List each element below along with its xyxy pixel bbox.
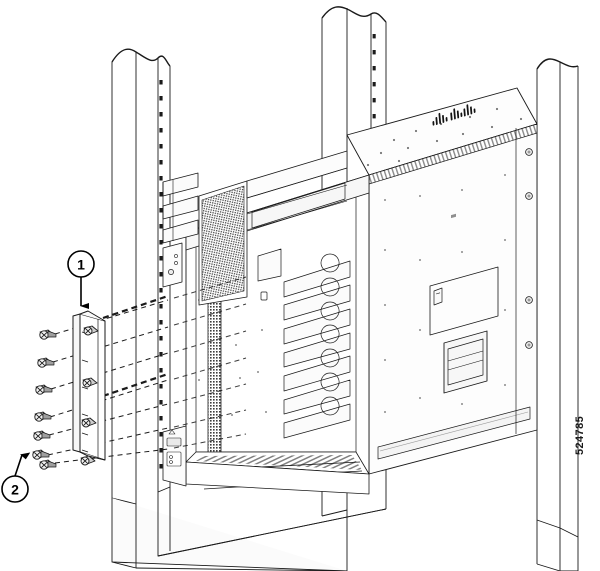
mounting-screw <box>81 417 97 428</box>
rack-base-right <box>536 520 579 571</box>
screw-callout-leader <box>14 452 31 477</box>
side-panel-captive-screws <box>525 148 533 349</box>
chassis-latch <box>433 287 443 306</box>
figure-id-label: 524785 <box>574 416 586 455</box>
mounting-screw <box>32 449 50 460</box>
cage-fasteners <box>198 299 267 416</box>
mounting-screw <box>39 459 57 470</box>
chassis-mounting-ears <box>162 172 199 244</box>
mounting-screw <box>83 325 99 336</box>
cisco-logo <box>432 104 476 126</box>
chassis-esd-panel <box>162 242 183 288</box>
chassis-side-panel <box>368 123 538 475</box>
screw-callout: 2 <box>1 452 31 503</box>
mounting-screws <box>32 325 99 470</box>
mounting-screw <box>39 329 57 340</box>
bracket-callout: 1 <box>67 250 95 309</box>
chassis-access-handle <box>443 213 488 394</box>
mounting-screw <box>33 430 51 441</box>
mounting-screw <box>37 357 55 368</box>
screw-callout-circle <box>1 475 29 503</box>
chassis-floor-vents <box>185 451 370 495</box>
rack-post-hole-column-left <box>159 80 163 469</box>
chassis-upper-shelf <box>185 150 370 306</box>
mounting-screw <box>34 411 52 422</box>
screw-callout-number: 2 <box>11 482 19 498</box>
mounting-screw <box>82 377 98 388</box>
chassis-front-status-panel <box>162 425 187 487</box>
bracket-callout-circle <box>67 250 95 278</box>
bracket-callout-number: 1 <box>77 257 85 273</box>
side-panel-fasteners <box>384 174 506 413</box>
card-cage-blowers <box>320 253 340 416</box>
rack-base <box>111 448 387 571</box>
mounting-screw <box>35 384 53 395</box>
card-slot-guides <box>283 260 351 439</box>
mounting-screw <box>80 455 96 466</box>
